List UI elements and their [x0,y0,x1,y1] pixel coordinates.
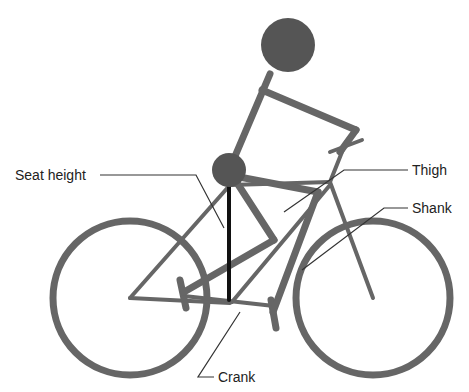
rider-figure [184,74,356,312]
rider-head [261,18,315,72]
leader-lines [100,170,408,377]
leader-line [302,208,408,270]
rider-hip [212,153,246,187]
bike-frame [130,140,373,303]
leader-line [198,312,240,377]
part-label: Thigh [411,162,448,178]
part-label: Shank [411,200,453,216]
part-label: Crank [217,369,256,385]
seat-height-bar [227,170,231,300]
leader-line [100,175,224,228]
leader-line [284,170,408,212]
part-label: Seat height [14,167,87,183]
